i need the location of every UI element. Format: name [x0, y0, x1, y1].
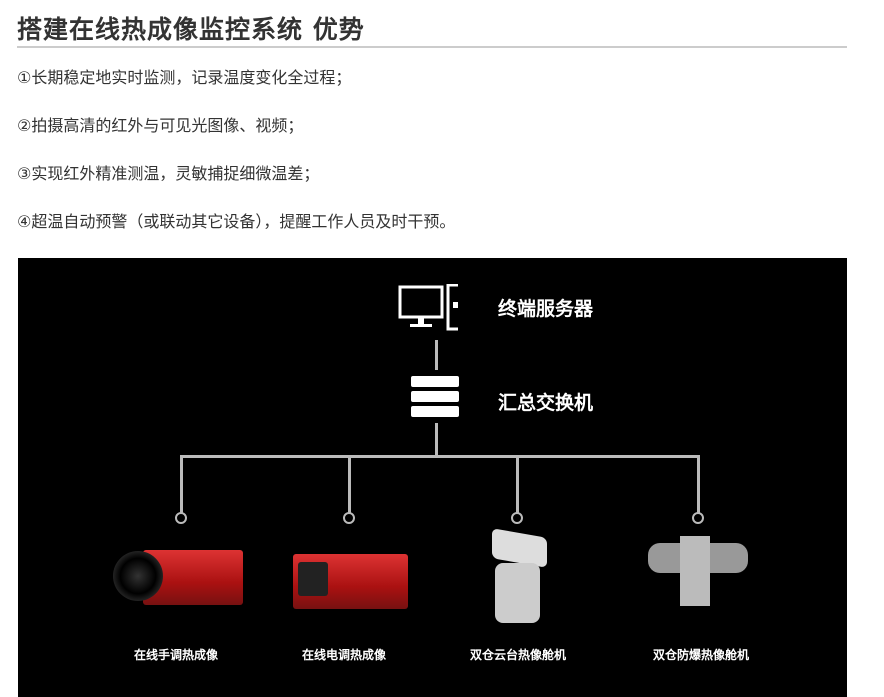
device-label: 双仓防爆热像舱机: [652, 648, 749, 662]
divider: [17, 46, 847, 48]
advantage-item: ④超温自动预警（或联动其它设备），提醒工作人员及时干预。: [17, 212, 456, 231]
advantage-item: ②拍摄高清的红外与可见光图像、视频；: [17, 116, 304, 135]
system-diagram: 终端服务器 汇总交换机 在线手调热成像 在线电调热成像 双仓云台热像舱机 双仓防…: [18, 258, 847, 697]
advantage-item: ①长期稳定地实时监测，记录温度变化全过程；: [17, 68, 352, 87]
advantage-item: ③实现红外精准测温，灵敏捕捉细微温差；: [17, 164, 320, 183]
page-title: 搭建在线热成像监控系统 优势: [17, 15, 365, 44]
device-label: 双仓云台热像舱机: [469, 648, 566, 662]
server-label: 终端服务器: [498, 298, 594, 320]
device-label: 在线手调热成像: [133, 648, 218, 662]
device-label: 在线电调热成像: [301, 648, 386, 662]
switch-label: 汇总交换机: [498, 392, 594, 414]
server-icon: [398, 284, 458, 331]
switch-icon: [411, 376, 459, 417]
